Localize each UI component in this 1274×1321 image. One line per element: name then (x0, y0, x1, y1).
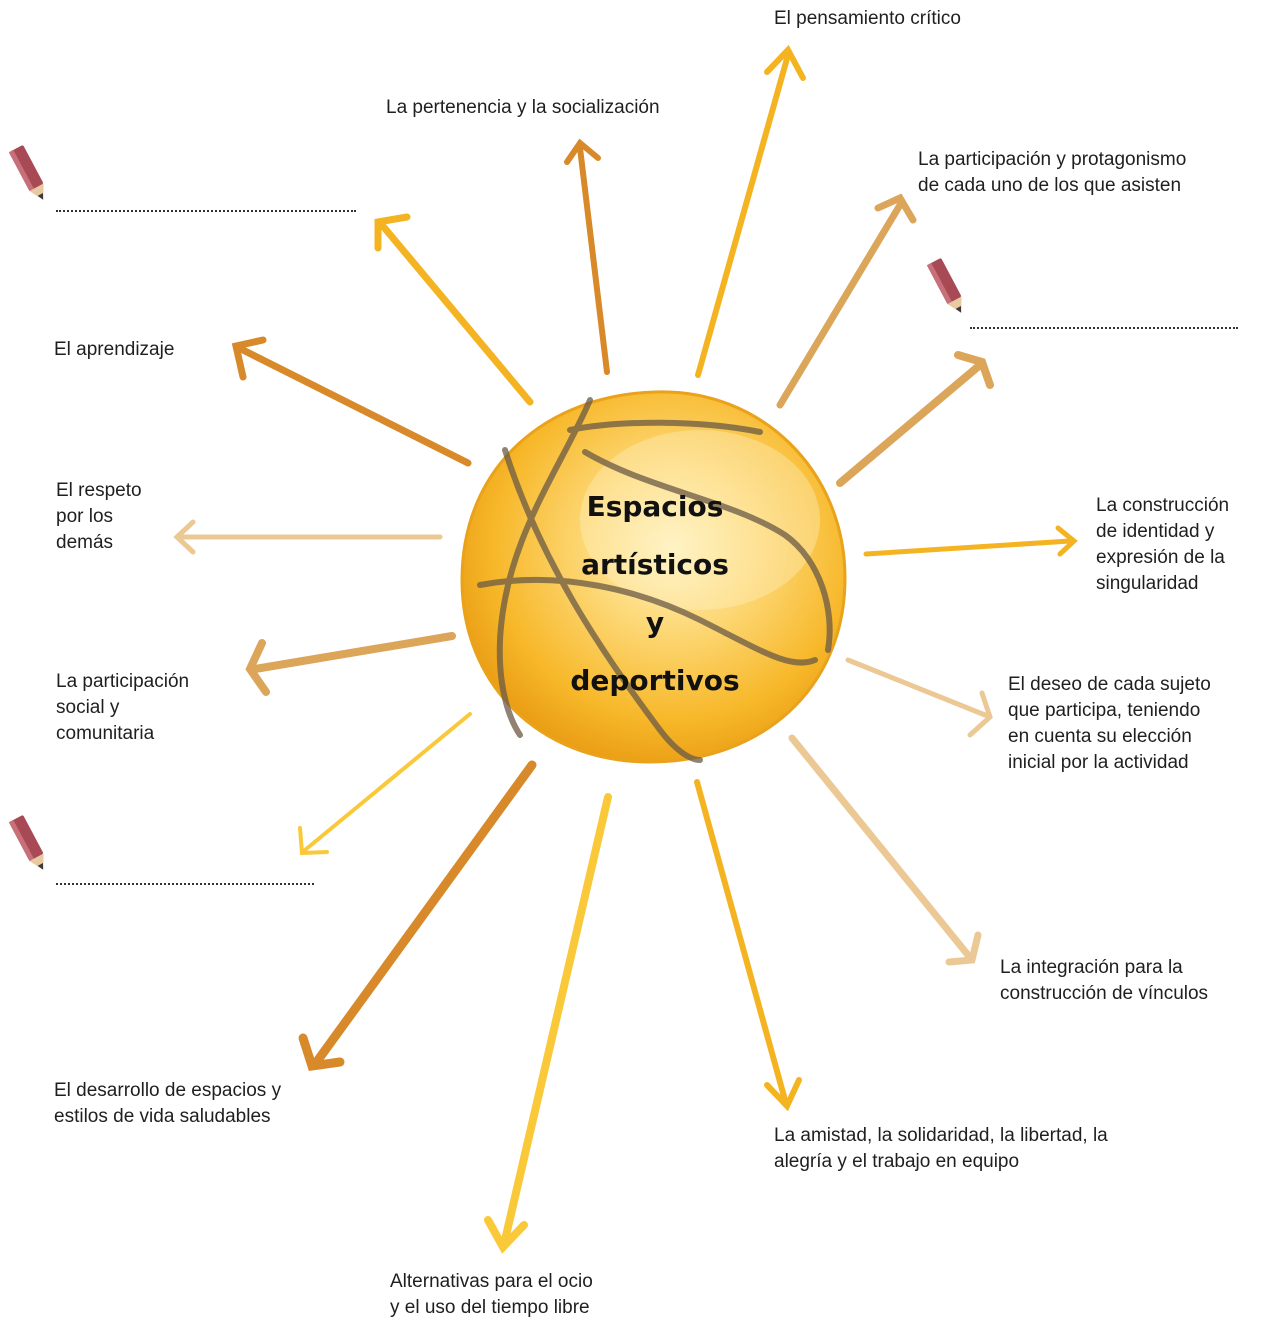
label-line: El respeto (56, 480, 142, 501)
label-respeto: El respeto por los demás (56, 478, 142, 556)
label-line: alegría y el trabajo en equipo (774, 1151, 1020, 1172)
label-line: El pensamiento crítico (774, 8, 961, 29)
arrow-construccion-identidad (863, 525, 1078, 557)
label-integracion: La integración para la construcción de v… (1000, 955, 1208, 1007)
blank-answer-line[interactable] (56, 883, 314, 885)
label-line: de cada uno de los que asisten (918, 175, 1182, 196)
label-line: por los (56, 506, 114, 527)
label-line: comunitaria (56, 723, 155, 744)
arrow-pertenencia (564, 138, 610, 375)
arrow-participacion-protagonismo (776, 193, 917, 409)
label-line: de identidad y (1096, 521, 1215, 542)
label-line: que participa, teniendo (1008, 700, 1201, 721)
label-participacion-protagonismo: La participación y protagonismo de cada … (918, 147, 1186, 199)
label-line: La construcción (1096, 495, 1230, 516)
label-line: El aprendizaje (54, 339, 175, 360)
label-line: y el uso del tiempo libre (390, 1297, 590, 1318)
label-line: demás (56, 532, 114, 553)
arrow-integracion (788, 734, 982, 966)
label-line: social y (56, 697, 120, 718)
label-pensamiento-critico: El pensamiento crítico (774, 6, 961, 32)
label-line: construcción de vínculos (1000, 983, 1209, 1004)
arrow-blank-top-left (374, 213, 534, 406)
label-line: singularidad (1096, 573, 1199, 594)
label-deseo: El deseo de cada sujeto que participa, t… (1008, 672, 1211, 776)
arrow-blank-bottom-left (298, 712, 472, 856)
label-line: expresión de la (1096, 547, 1225, 568)
arrow-pensamiento (695, 44, 806, 378)
label-line: en cuenta su elección (1008, 726, 1192, 747)
arrow-deseo (845, 657, 993, 738)
label-line: inicial por la actividad (1008, 752, 1189, 773)
arrow-aprendizaje (231, 336, 472, 467)
label-construccion-identidad: La construcción de identidad y expresión… (1096, 493, 1229, 597)
label-desarrollo: El desarrollo de espacios y estilos de v… (54, 1078, 281, 1130)
basketball-icon (460, 390, 847, 764)
blank-answer-line[interactable] (56, 210, 356, 212)
label-line: El desarrollo de espacios y (54, 1080, 282, 1101)
label-amistad: La amistad, la solidaridad, la libertad,… (774, 1123, 1108, 1175)
label-line: El deseo de cada sujeto (1008, 674, 1211, 695)
label-line: La participación y protagonismo (918, 149, 1187, 170)
center-title-line: Espacios (586, 490, 724, 523)
center-title: Espacios artísticos y deportivos (545, 478, 765, 710)
pencil-icon (926, 258, 962, 313)
arrow-respeto (173, 519, 443, 555)
label-pertenencia: La pertenencia y la socialización (386, 95, 660, 121)
blank-answer-line[interactable] (970, 327, 1238, 329)
label-line: La integración para la (1000, 957, 1183, 978)
label-line: estilos de vida saludables (54, 1106, 271, 1127)
center-title-line: y (645, 606, 665, 639)
label-line: Alternativas para el ocio (390, 1271, 593, 1292)
label-line: La participación (56, 671, 190, 692)
arrow-desarrollo (298, 760, 537, 1071)
arrow-alternativas (484, 793, 612, 1254)
label-aprendizaje: El aprendizaje (54, 337, 174, 363)
arrow-blank-right (836, 351, 994, 487)
label-alternativas: Alternativas para el ocio y el uso del t… (390, 1269, 593, 1321)
arrow-amistad (694, 779, 802, 1112)
arrow-participacion-social (245, 632, 456, 696)
center-title-line: artísticos (581, 548, 729, 581)
label-participacion-social: La participación social y comunitaria (56, 669, 189, 747)
center-title-line: deportivos (570, 664, 740, 697)
pencil-icon (8, 145, 44, 200)
label-line: La amistad, la solidaridad, la libertad,… (774, 1125, 1108, 1146)
label-line: La pertenencia y la socialización (386, 97, 660, 118)
pencil-icon (8, 815, 44, 870)
